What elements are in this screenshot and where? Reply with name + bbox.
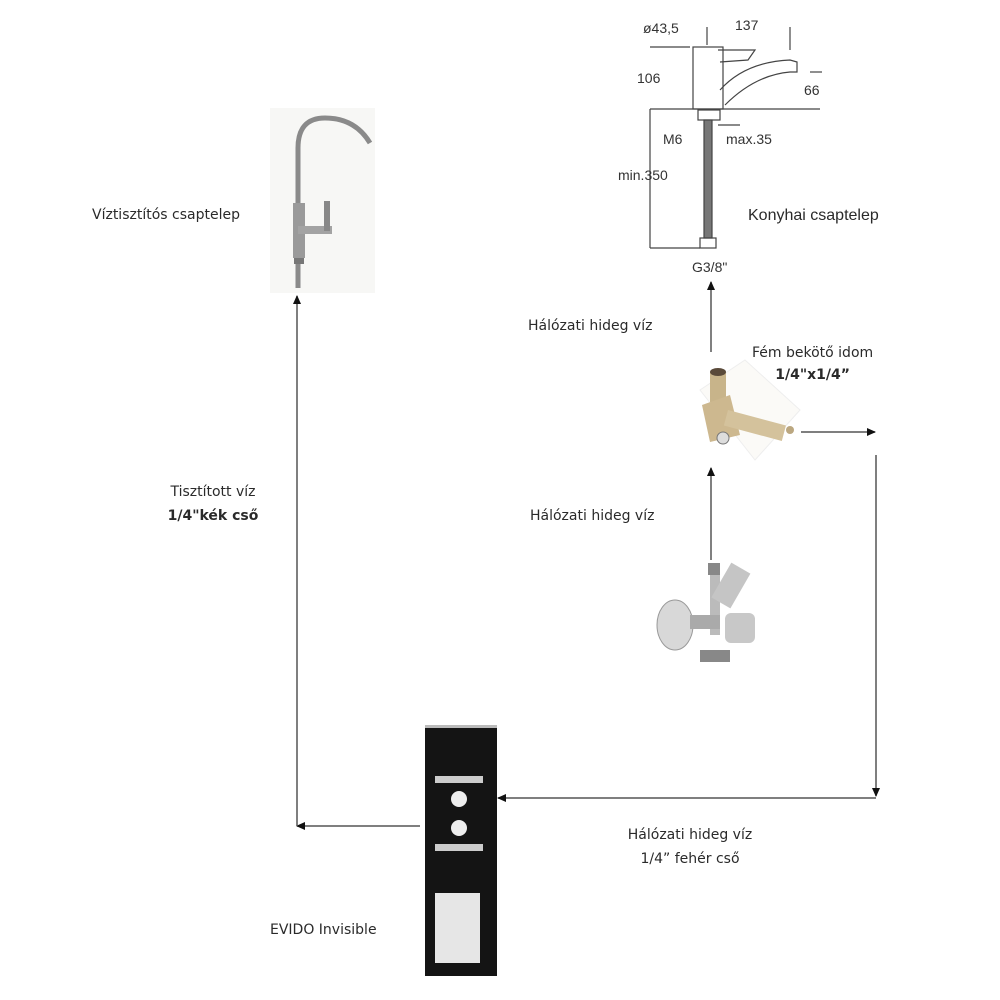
edge-label-fitting-to-evido: Hálózati hideg víz 1/4” fehér cső	[590, 823, 790, 871]
faucet-icon	[293, 115, 373, 288]
angle-valve-icon	[656, 562, 755, 662]
purifier-faucet-image	[270, 108, 375, 293]
dim-height: 106	[637, 70, 661, 86]
angle-valve-image	[650, 555, 760, 670]
dim-hose-length: min.350	[618, 167, 668, 183]
product-sticker	[435, 893, 480, 963]
evido-unit-image	[425, 725, 497, 976]
dim-thread: G3/8"	[692, 259, 727, 275]
edge-label-line2: 1/4” fehér cső	[640, 851, 740, 867]
dim-bolt: M6	[663, 131, 683, 147]
evido-unit-label: EVIDO Invisible	[270, 922, 377, 938]
edge-label-valve-to-fitting: Hálózati hideg víz	[530, 508, 655, 524]
dim-diameter: ø43,5	[643, 20, 679, 36]
dim-max-thickness: max.35	[726, 131, 772, 147]
dim-spout-height: 66	[804, 82, 820, 98]
dim-width: 137	[735, 17, 759, 33]
metal-fitting-name: Fém bekötő idom	[752, 345, 874, 361]
edge-label-line1: Tisztított víz	[170, 484, 256, 500]
edge-label-line2: 1/4"kék cső	[167, 508, 259, 524]
metal-fitting-label: Fém bekötő idom 1/4"x1/4”	[752, 342, 873, 386]
inlet-port	[451, 791, 467, 807]
outlet-label-plate	[435, 844, 483, 851]
edge-label-line1: Hálózati hideg víz	[627, 827, 753, 843]
kitchen-faucet-label: Konyhai csaptelep	[748, 207, 879, 224]
inlet-label-plate	[435, 776, 483, 783]
edge-label-fitting-to-kitchen: Hálózati hideg víz	[528, 318, 653, 334]
edge-label-evido-to-purifier: Tisztított víz 1/4"kék cső	[148, 480, 278, 528]
kitchen-faucet-drawing: ø43,5 137 106 66 M6 max.35 min.350 G3/8"	[618, 17, 822, 275]
metal-fitting-image	[680, 350, 805, 470]
purifier-faucet-label: Víztisztítós csaptelep	[92, 207, 240, 223]
metal-fitting-size: 1/4"x1/4”	[775, 367, 850, 383]
fitting-icon	[699, 359, 801, 461]
outlet-port	[451, 820, 467, 836]
